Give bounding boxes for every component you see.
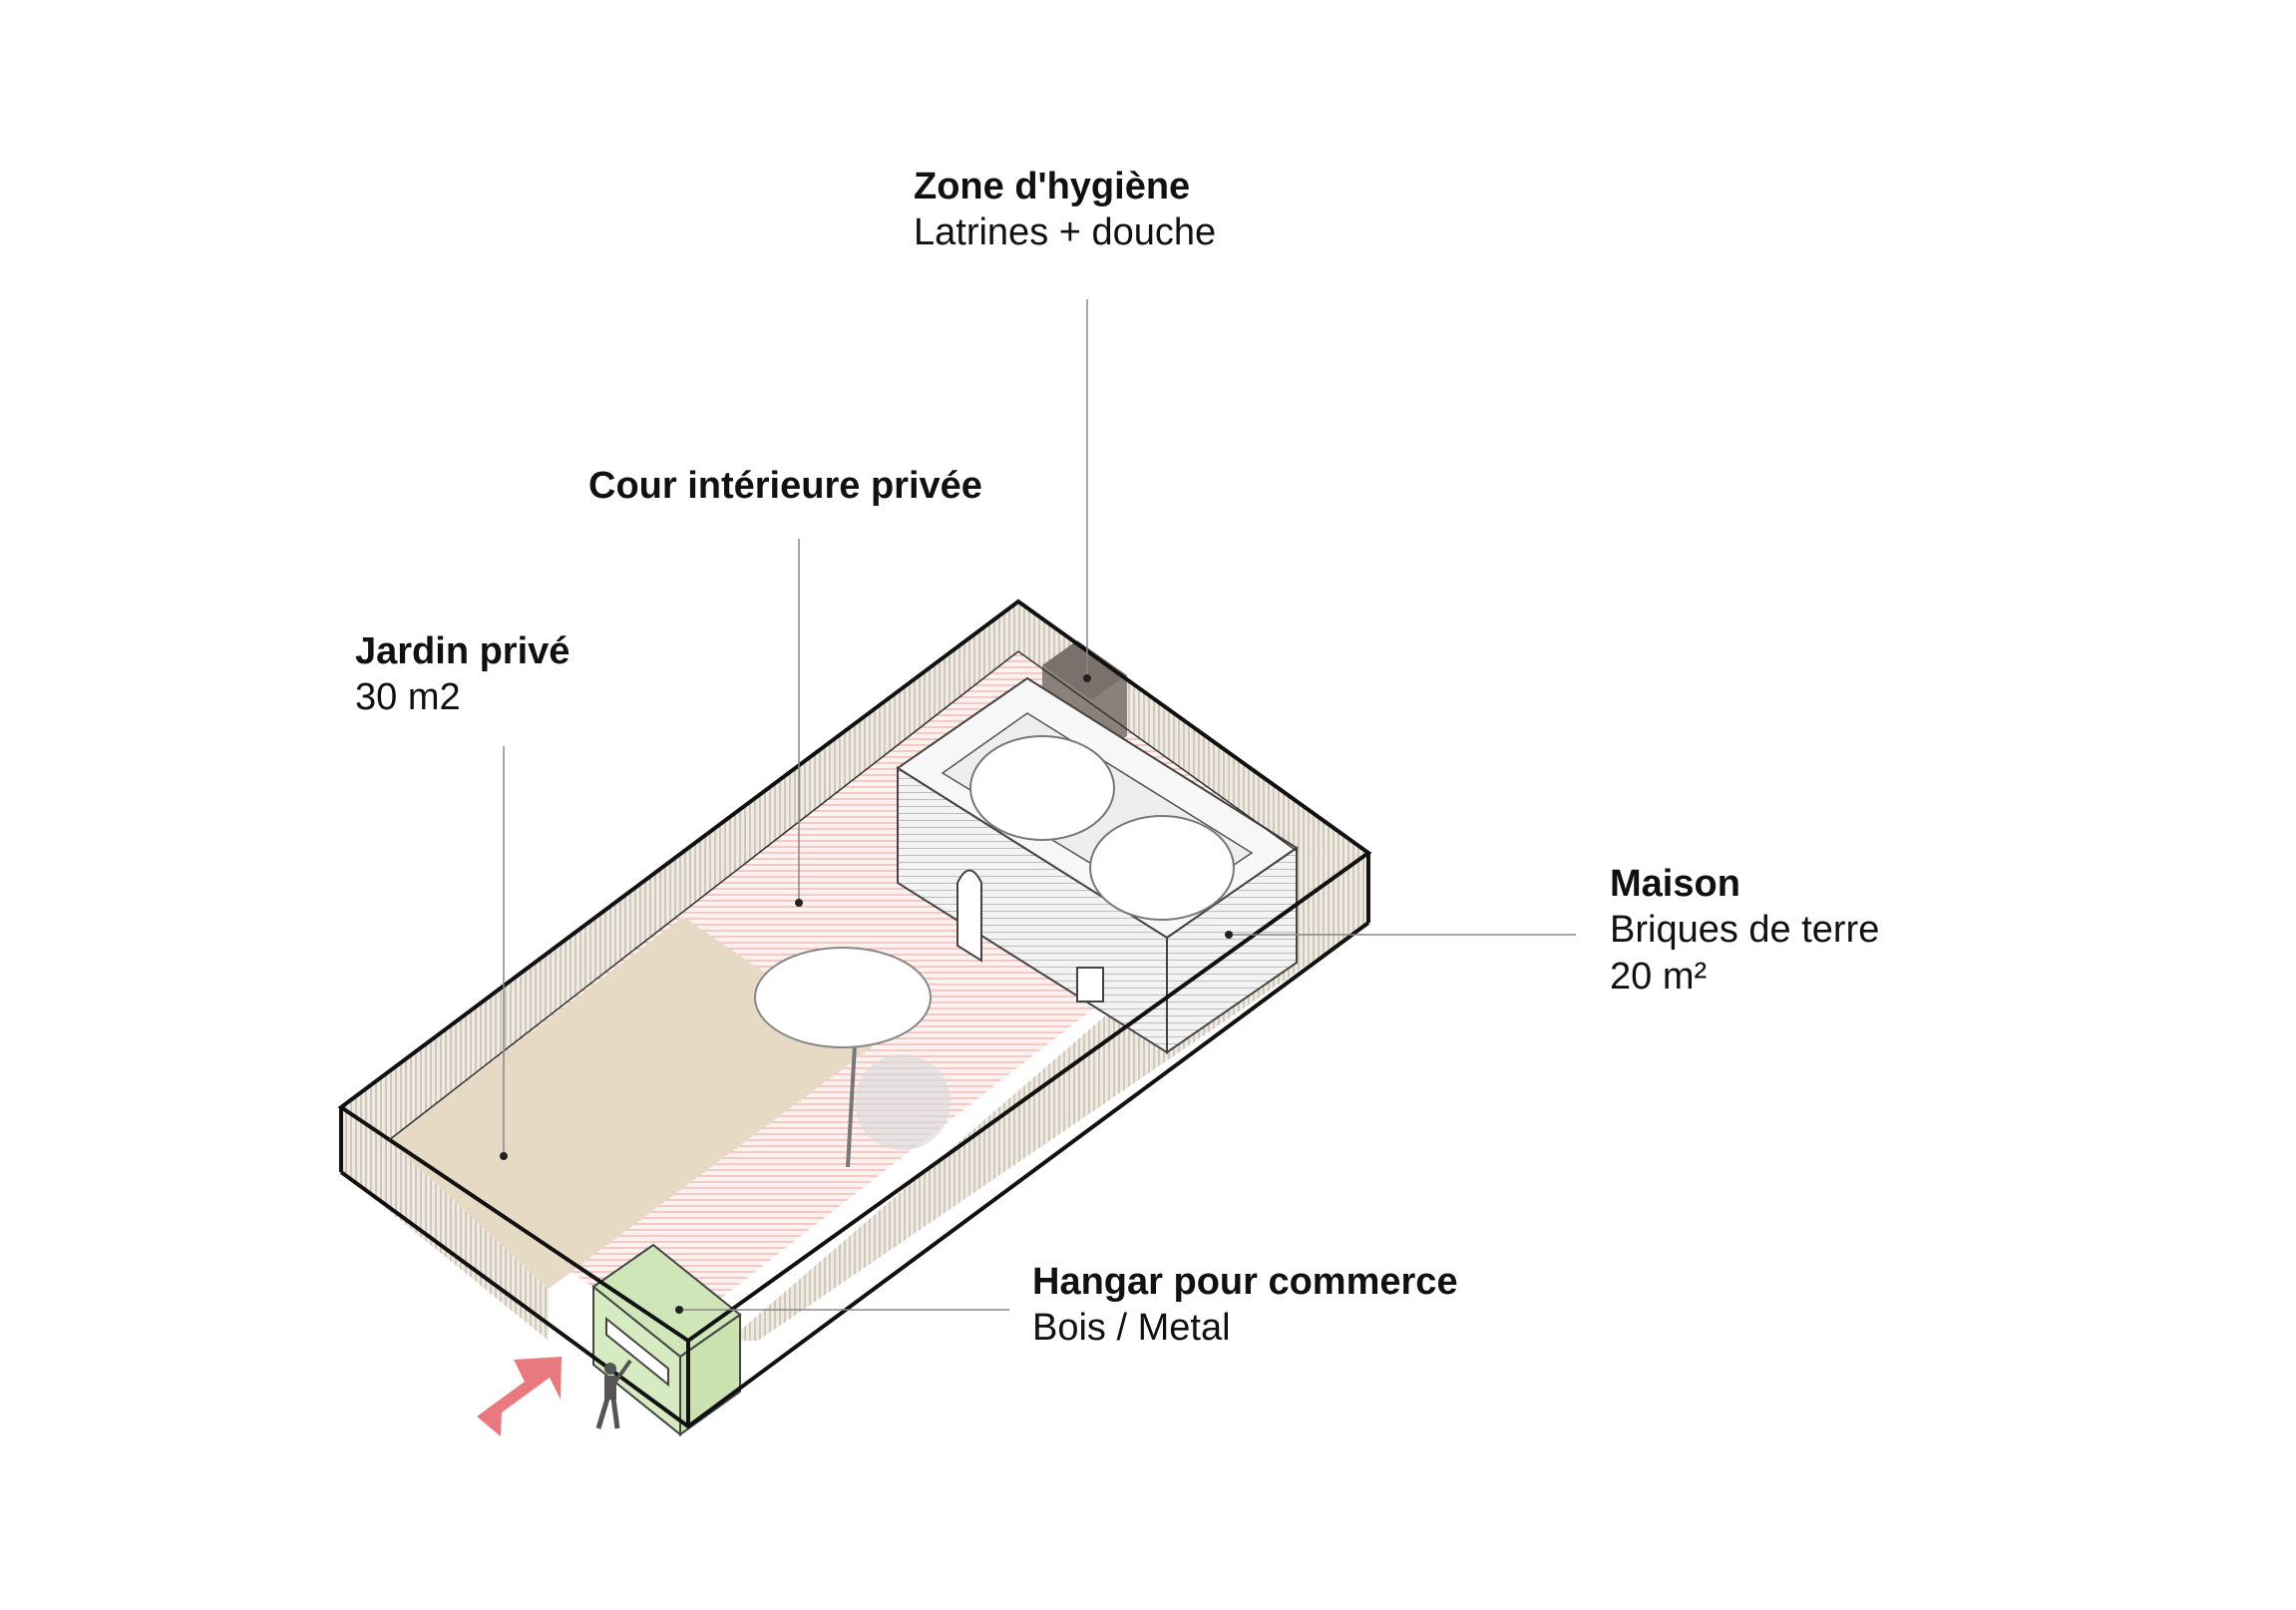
label-hangar-subtitle: Bois / Metal — [1032, 1307, 1231, 1350]
enclosure-outline — [337, 599, 1372, 1429]
label-garden: Jardin privé 30 m2 — [355, 628, 570, 721]
person-icon — [595, 1359, 632, 1429]
dome-right — [1089, 815, 1235, 921]
label-house-area: 20 m² — [1610, 955, 1708, 998]
entrance-arrow-icon — [477, 1357, 562, 1436]
label-house: Maison Briques de terre 20 m² — [1610, 861, 1879, 1000]
label-garden-subtitle: 30 m2 — [355, 676, 461, 719]
house-door — [957, 869, 982, 963]
garden-floor — [389, 917, 873, 1289]
wall-inner-front-left — [341, 1107, 549, 1341]
dome-left — [969, 735, 1115, 841]
label-house-title: Maison — [1610, 863, 1740, 905]
hangar-side — [679, 1313, 741, 1436]
house — [896, 676, 1299, 1054]
label-garden-title: Jardin privé — [355, 630, 571, 672]
house-window — [1076, 967, 1104, 1003]
wall-inner-back-left — [341, 602, 1018, 1140]
label-hangar-title: Hangar pour commerce — [1032, 1261, 1458, 1303]
label-courtyard-title: Cour intérieure privée — [588, 465, 982, 507]
label-hangar: Hangar pour commerce Bois / Metal — [1032, 1259, 1458, 1352]
hangar-window — [605, 1316, 669, 1388]
leader-dots — [500, 674, 1233, 1314]
label-hygiene-zone: Zone d'hygiène Latrines + douche — [914, 164, 1216, 256]
label-courtyard: Cour intérieure privée — [588, 463, 982, 509]
label-house-subtitle: Briques de terre — [1610, 909, 1880, 952]
tree — [754, 947, 951, 1168]
leader-lines — [503, 299, 1576, 1311]
hygiene-zone-top — [1042, 640, 1127, 700]
enclosure-inner-edge — [388, 650, 1298, 1141]
label-hygiene-subtitle: Latrines + douche — [914, 211, 1217, 254]
label-hygiene-title: Zone d'hygiène — [914, 166, 1191, 207]
